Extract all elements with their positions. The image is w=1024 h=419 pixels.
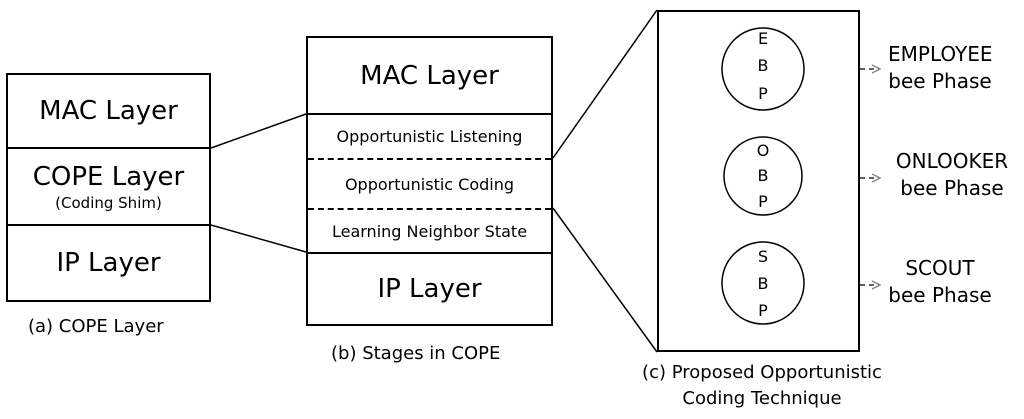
coding-shim-label: (Coding Shim) [55,193,162,212]
onlooker-phase-label: ONLOOKER bee Phase [888,148,1016,202]
sbp-letter-2: B [757,274,769,293]
stage-opportunistic-listening: Opportunistic Listening [308,115,551,160]
cope-layer-stack: MAC Layer COPE Layer (Coding Shim) IP La… [6,73,211,302]
ip-layer-cell: IP Layer [8,226,209,300]
caption-a: (a) COPE Layer [28,316,164,337]
scout-phase-label: SCOUT bee Phase [888,255,992,309]
stages-mac-layer-label: MAC Layer [360,60,499,91]
caption-c-line2: Coding Technique [682,388,842,409]
zoom-line-b-top [552,9,658,159]
caption-c: (c) Proposed Opportunistic Coding Techni… [612,360,912,412]
sbp-letter-1: S [757,247,769,266]
ip-layer-label: IP Layer [56,248,161,278]
obp-letter-3: P [758,192,768,211]
ebp-letter-1: E [757,29,769,48]
zoom-line-a-bottom [210,224,307,253]
cope-layer-cell: COPE Layer (Coding Shim) [8,149,209,226]
obp-letter-2: B [757,166,769,185]
ebp-letter-2: B [757,56,769,75]
stage-opportunistic-coding: Opportunistic Coding [308,160,551,210]
mac-layer-label: MAC Layer [39,96,178,126]
phase-line2: bee Phase [900,176,1004,200]
employee-phase-label: EMPLOYEE bee Phase [888,41,993,95]
phase-line1: SCOUT [905,256,975,280]
stages-mac-layer-cell: MAC Layer [308,38,551,115]
zoom-line-b-bottom [552,207,658,353]
stage-learning-neighbor-state: Learning Neighbor State [308,210,551,254]
phase-line2: bee Phase [888,69,992,93]
phase-line1: EMPLOYEE [888,42,993,66]
obp-letter-1: O [756,141,770,160]
phase-line1: ONLOOKER [895,149,1009,173]
stage-label: Opportunistic Coding [344,174,515,194]
cope-stages-stack: MAC Layer Opportunistic Listening Opport… [306,36,553,326]
cope-layer-label: COPE Layer [32,161,185,192]
mac-layer-cell: MAC Layer [8,75,209,149]
stage-label: Opportunistic Listening [336,127,523,146]
stages-ip-layer-label: IP Layer [377,274,482,304]
phase-line2: bee Phase [888,283,992,307]
caption-b: (b) Stages in COPE [331,343,501,364]
stage-label: Learning Neighbor State [331,221,528,241]
stages-ip-layer-cell: IP Layer [308,254,551,324]
caption-c-line1: (c) Proposed Opportunistic [642,362,882,383]
sbp-letter-3: P [758,301,768,320]
zoom-line-a-top [210,113,307,149]
ebp-letter-3: P [758,84,768,103]
